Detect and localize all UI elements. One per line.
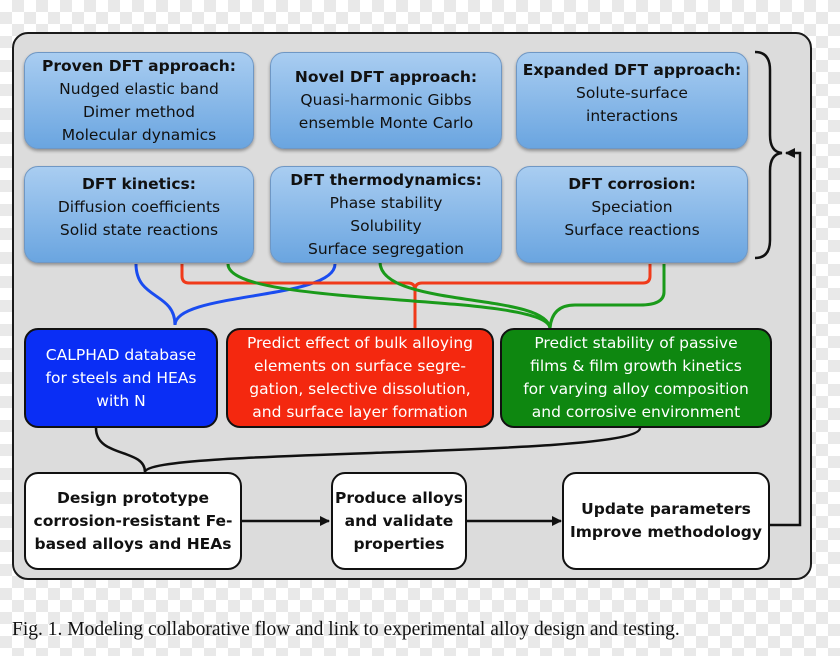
surface-prediction-line-2: elements on surface segre- bbox=[254, 357, 466, 375]
produce-line-3: properties bbox=[353, 534, 445, 553]
proven-dft-line-2: Dimer method bbox=[82, 102, 196, 121]
dft-kinetics-line-2: Solid state reactions bbox=[59, 221, 219, 239]
dft-thermodynamics-line-1: Phase stability bbox=[329, 193, 443, 212]
proven-dft-title: Proven DFT approach: bbox=[42, 56, 236, 75]
kinetics-to-passive-wire bbox=[226, 263, 552, 329]
dft-kinetics-line-1: Diffusion coefficients bbox=[57, 198, 221, 216]
passive-film-prediction-box: Predict stability of passive films & fil… bbox=[500, 328, 772, 428]
dft-corrosion-line-1: Speciation bbox=[591, 198, 673, 216]
corrosion-to-surface-wire bbox=[413, 264, 652, 328]
passive-prediction-line-2: films & film growth kinetics bbox=[530, 357, 742, 375]
feedback-loop-arrow bbox=[770, 148, 802, 527]
design-line-2: corrosion-resistant Fe- bbox=[33, 511, 233, 530]
passive-prediction-line-3: for varying alloy composition bbox=[523, 380, 749, 398]
passive-prediction-line-1: Predict stability of passive bbox=[534, 334, 738, 352]
update-line-2: Improve methodology bbox=[570, 523, 762, 541]
novel-dft-approach-box: Novel DFT approach: Quasi-harmonic Gibbs… bbox=[270, 52, 502, 149]
dft-kinetics-title: DFT kinetics: bbox=[82, 175, 196, 193]
expanded-dft-line-1: Solute-surface bbox=[576, 84, 688, 102]
expanded-dft-line-2: interactions bbox=[586, 107, 678, 125]
expanded-dft-approach-box: Expanded DFT approach: Solute-surface in… bbox=[516, 52, 748, 149]
dft-corrosion-line-2: Surface reactions bbox=[564, 221, 700, 239]
predictions-to-design-brace bbox=[94, 427, 642, 474]
produce-line-1: Produce alloys bbox=[335, 488, 463, 507]
update-parameters-box: Update parameters Improve methodology bbox=[562, 472, 770, 570]
dft-thermodynamics-box: DFT thermodynamics: Phase stability Solu… bbox=[270, 166, 502, 263]
surface-segregation-prediction-box: Predict effect of bulk alloying elements… bbox=[226, 328, 494, 428]
kinetics-to-calphad-wire bbox=[134, 263, 177, 326]
dft-thermodynamics-title: DFT thermodynamics: bbox=[290, 170, 482, 189]
dft-thermodynamics-line-3: Surface segregation bbox=[307, 239, 465, 258]
surface-prediction-line-3: gation, selective dissolution, bbox=[249, 380, 471, 398]
update-line-1: Update parameters bbox=[581, 500, 751, 518]
calphad-line-1: CALPHAD database bbox=[45, 345, 197, 364]
novel-dft-title: Novel DFT approach: bbox=[294, 68, 478, 86]
dft-corrosion-box: DFT corrosion: Speciation Surface reacti… bbox=[516, 166, 748, 263]
calphad-database-box: CALPHAD database for steels and HEAs wit… bbox=[24, 328, 218, 428]
dft-group-brace bbox=[754, 50, 783, 260]
proven-dft-line-1: Nudged elastic band bbox=[59, 79, 219, 98]
novel-dft-line-2: ensemble Monte Carlo bbox=[298, 114, 474, 132]
passive-prediction-line-4: and corrosive environment bbox=[531, 403, 741, 421]
expanded-dft-title: Expanded DFT approach: bbox=[522, 61, 742, 79]
calphad-line-3: with N bbox=[96, 391, 146, 410]
thermodynamics-to-calphad-wire bbox=[173, 263, 337, 326]
dft-kinetics-box: DFT kinetics: Diffusion coefficients Sol… bbox=[24, 166, 254, 263]
dft-thermodynamics-line-2: Solubility bbox=[350, 216, 422, 235]
figure-caption: Fig. 1. Modeling collaborative flow and … bbox=[12, 619, 680, 640]
proven-dft-approach-box: Proven DFT approach: Nudged elastic band… bbox=[24, 52, 254, 149]
produce-line-2: and validate bbox=[344, 511, 454, 530]
design-line-3: based alloys and HEAs bbox=[34, 534, 232, 553]
design-line-1: Design prototype bbox=[56, 488, 209, 507]
design-prototype-box: Design prototype corrosion-resistant Fe-… bbox=[24, 472, 242, 570]
produce-alloys-box: Produce alloys and validate properties bbox=[331, 472, 467, 570]
proven-dft-line-3: Molecular dynamics bbox=[61, 125, 217, 144]
corrosion-to-passive-wire bbox=[548, 264, 666, 329]
dft-corrosion-title: DFT corrosion: bbox=[568, 175, 696, 193]
calphad-line-2: for steels and HEAs bbox=[45, 368, 197, 387]
surface-prediction-line-1: Predict effect of bulk alloying bbox=[246, 334, 474, 352]
surface-prediction-line-4: and surface layer formation bbox=[252, 403, 468, 421]
thermo-to-passive-wire bbox=[378, 261, 552, 329]
thermodynamics-to-surface-wire bbox=[180, 264, 417, 328]
novel-dft-line-1: Quasi-harmonic Gibbs bbox=[300, 91, 472, 109]
